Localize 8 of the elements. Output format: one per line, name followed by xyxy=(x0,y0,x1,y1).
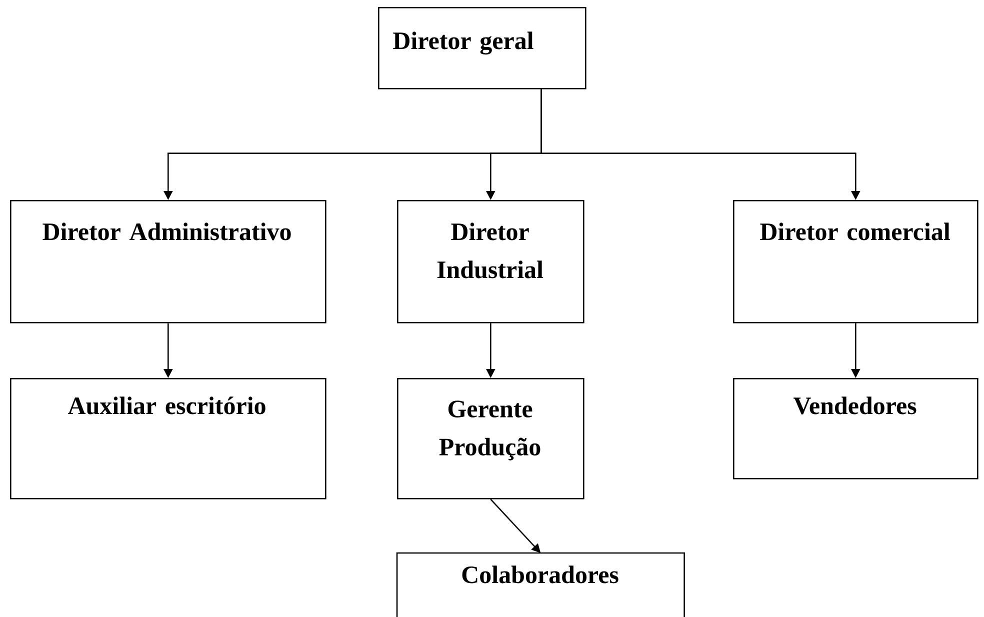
org-box: Colaboradores xyxy=(396,552,685,617)
org-box: Gerente Produção xyxy=(397,378,584,500)
org-box: Diretor geral xyxy=(378,7,586,90)
org-box: Auxiliar escritório xyxy=(10,378,326,500)
org-box: Diretor Administrativo xyxy=(10,200,326,324)
org-box: Vendedores xyxy=(733,378,978,480)
org-box: Diretor comercial xyxy=(733,200,978,324)
org-box: Diretor Industrial xyxy=(397,200,584,324)
